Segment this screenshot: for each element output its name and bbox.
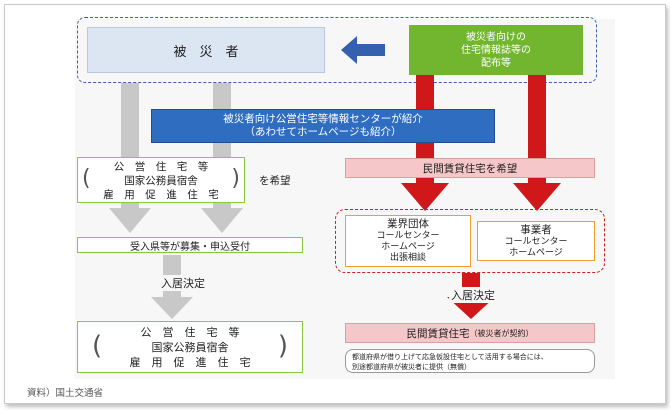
note-line-2: 別途都道府県が被災者に提供（無償） [352,363,471,371]
operator-line-2: ホームページ [509,247,563,258]
private-rental-final-box: 民間賃貸住宅 （被災者が契約） [345,323,595,343]
public-housing-final-line-1: 公 営 住 宅 等 [140,326,240,339]
private-rental-request-box: 民間賃貸住宅を希望 [345,158,595,178]
distribution-line-2: 住宅情報誌等の [461,44,531,56]
industry-group-line-1: コールセンター [376,231,440,241]
industry-group-box: 業界団体 コールセンター ホームページ 出張相談 [345,215,471,267]
info-center-line-1: 被災者向け公営住宅等情報センターが紹介 [223,113,423,125]
operator-box: 事業者 コールセンター ホームページ [477,221,595,261]
prefecture-recruit-label: 受入県等が募集・申込受付 [130,241,250,253]
red-arrow-right [513,75,561,211]
private-rental-request-label: 民間賃貸住宅を希望 [422,162,518,175]
industry-group-line-2: ホームページ [381,242,435,252]
move-in-left-label: 入居決定 [159,275,207,291]
industry-group-line-3: 出張相談 [389,253,426,263]
public-housing-final-box: ( ) 公 営 住 宅 等 国家公務員宿舎 雇 用 促 進 住 宅 [77,321,303,373]
distribution-line-3: 配布等 [481,57,511,69]
operator-title: 事業者 [520,223,552,236]
note-box: 都道府県が借り上げて応急仮設住宅として活用する場合には、 別途都道府県が被災者に… [345,349,595,373]
note-line-1: 都道府県が借り上げて応急仮設住宅として活用する場合には、 [352,353,548,361]
distribution-box: 被災者向けの 住宅情報誌等の 配布等 [409,25,583,75]
private-rental-final-note: （被災者が契約） [469,328,534,338]
source-caption: 資料）国土交通省 [27,388,104,399]
public-housing-final-line-3: 雇 用 促 進 住 宅 [129,356,251,369]
public-housing-line-2: 国家公務員宿舎 [124,175,198,187]
public-housing-line-3: 雇 用 促 進 住 宅 [103,189,219,201]
info-center-banner: 被災者向け公営住宅等情報センターが紹介 （あわせてホームページも紹介） [151,109,495,143]
industry-group-title: 業界団体 [387,218,429,230]
public-housing-final-line-2: 国家公務員宿舎 [151,341,229,354]
victims-label: 被 災 者 [173,44,239,60]
left-arrow-icon [341,36,385,64]
public-housing-suffix: を希望 [259,175,291,187]
public-housing-line-1: 公 営 住 宅 等 [113,161,209,173]
victims-box: 被 災 者 [87,27,325,73]
move-in-right-label: 入居決定 [449,287,497,303]
public-housing-request-box: ( ) 公 営 住 宅 等 国家公務員宿舎 雇 用 促 進 住 宅 [77,157,245,203]
private-channels-dashed-container [335,209,605,273]
figure-frame: 被 災 者 被災者向けの 住宅情報誌等の 配布等 被災者向け公営住宅等情報センタ… [4,4,666,404]
operator-line-1: コールセンター [504,236,568,247]
distribution-line-1: 被災者向けの [466,31,526,43]
red-arrow-left [401,75,449,211]
top-dashed-container [77,17,597,83]
info-center-line-2: （あわせてホームページも紹介） [244,126,402,138]
prefecture-recruit-box: 受入県等が募集・申込受付 [77,237,303,253]
private-rental-final-main: 民間賃貸住宅 [406,327,470,340]
